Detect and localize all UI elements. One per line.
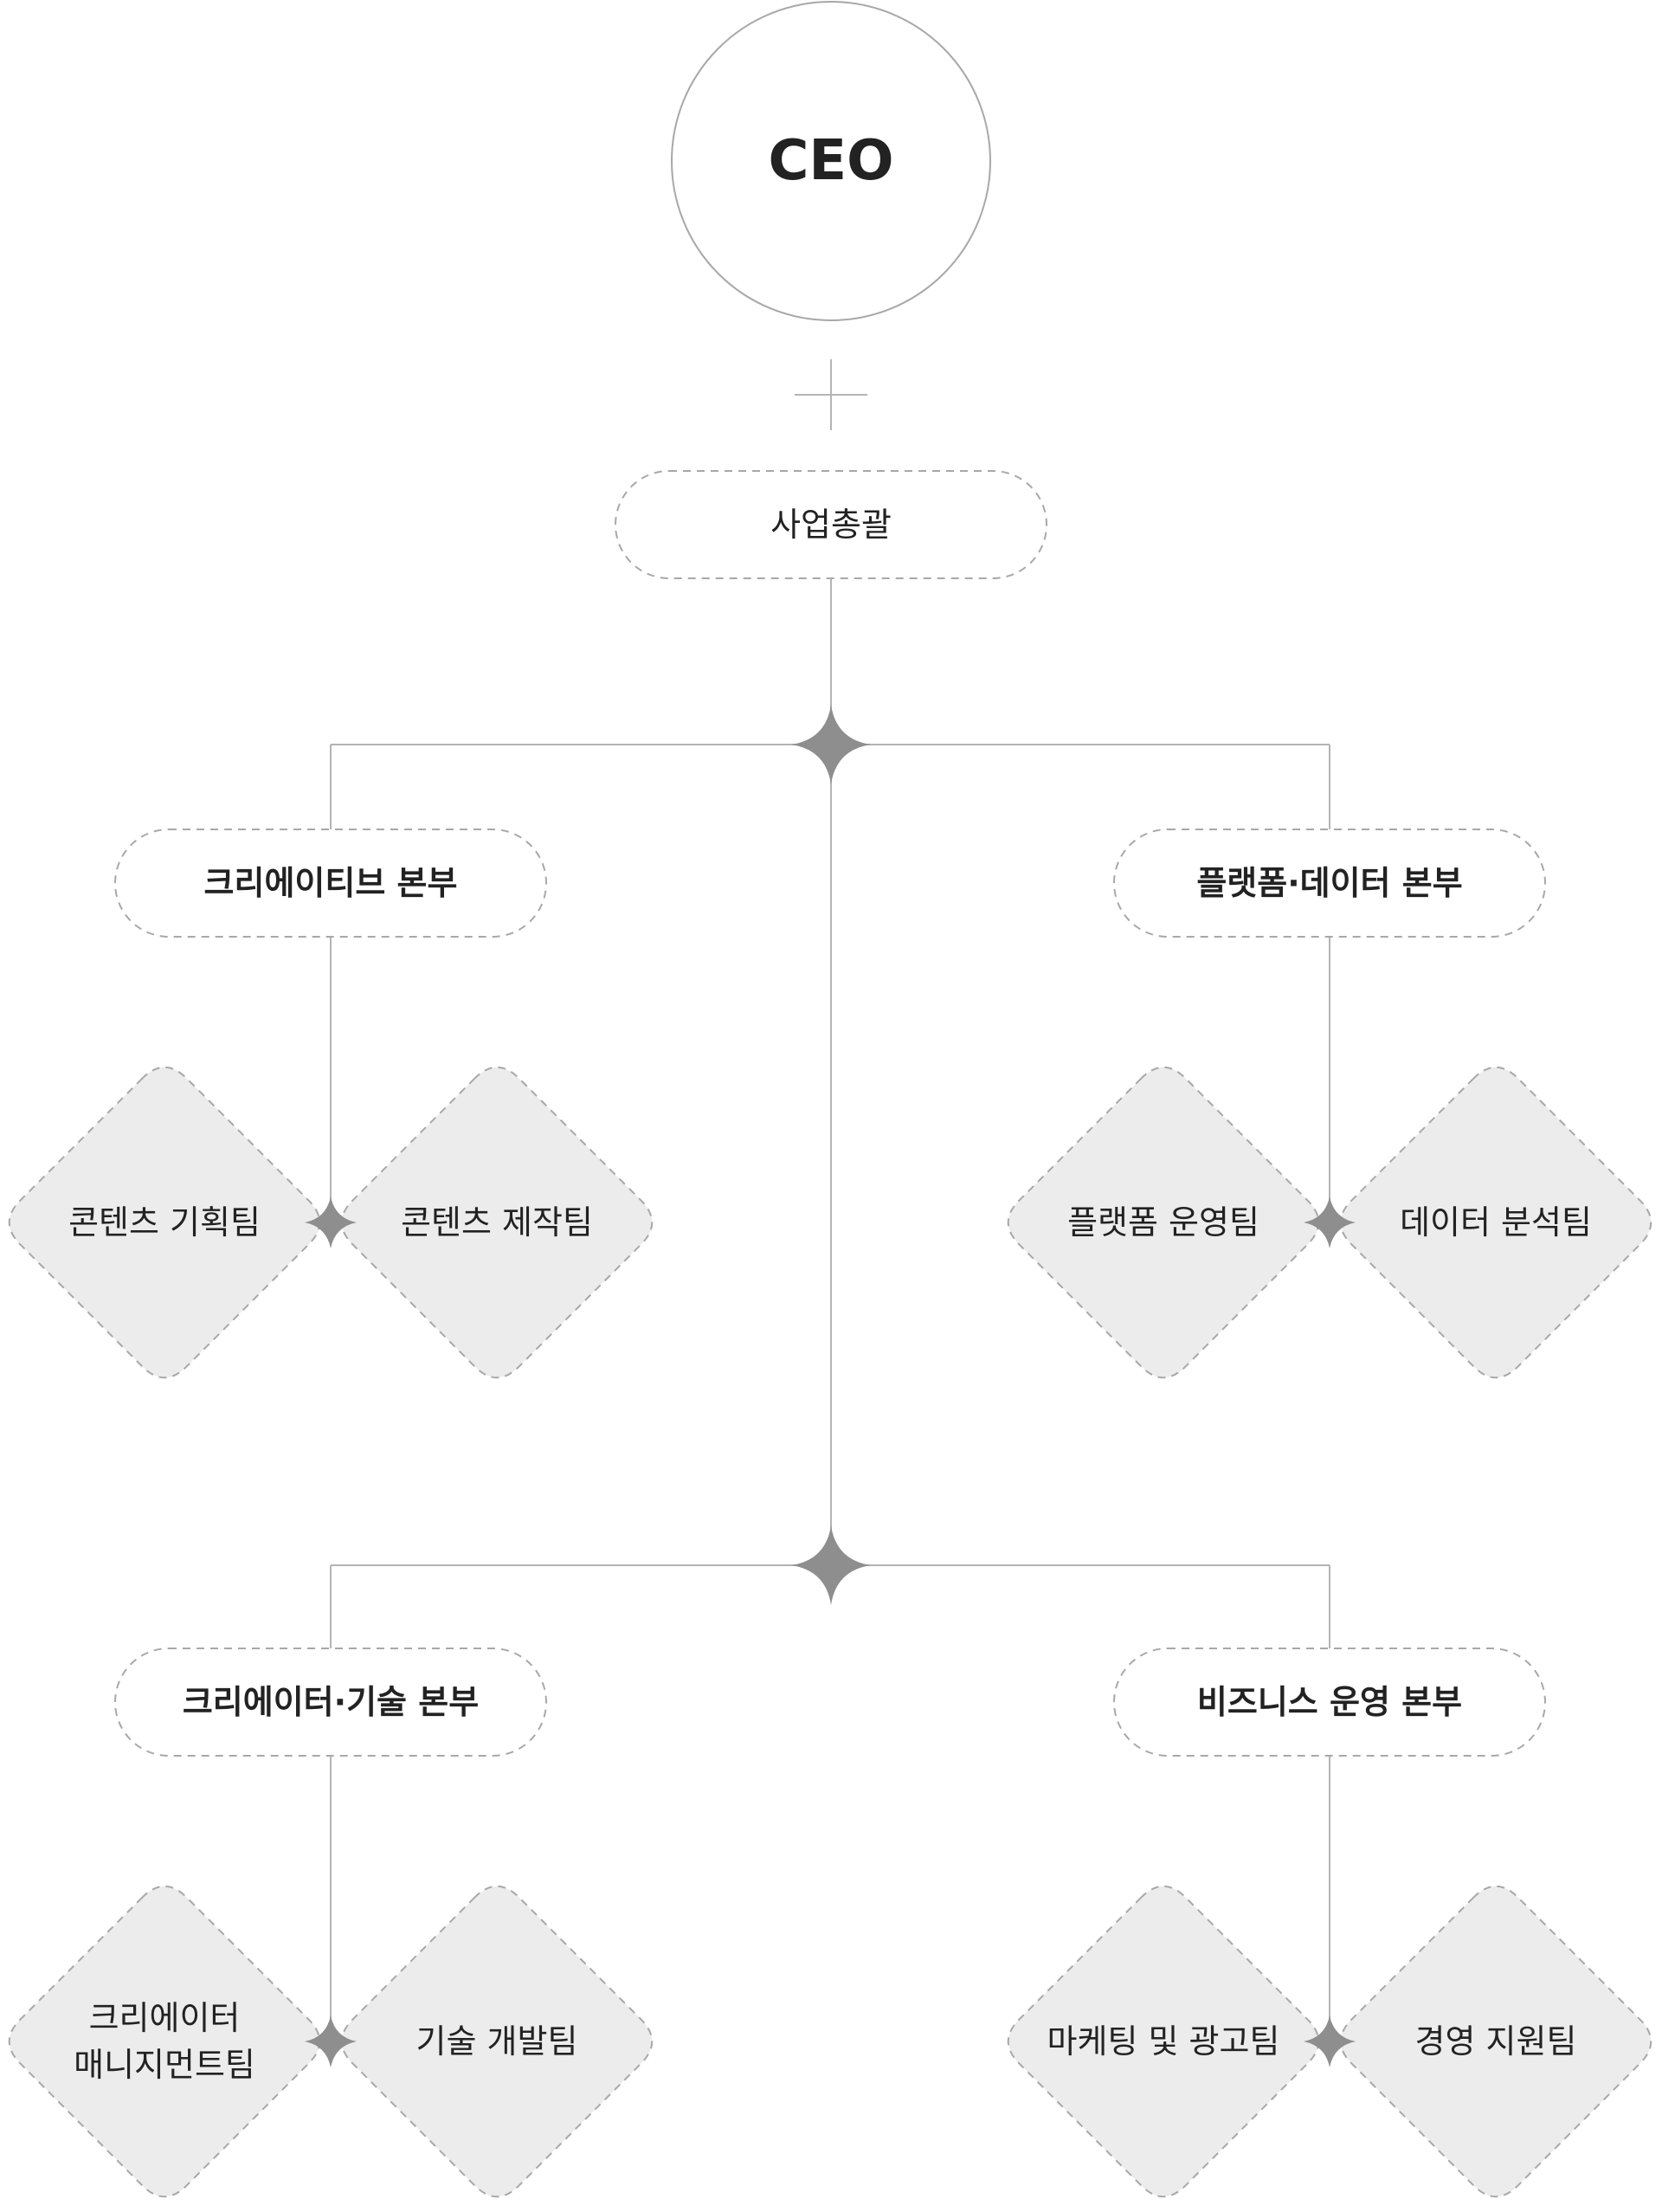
team-label-line: 콘텐츠 제작팀 [401, 1203, 593, 1241]
general-node-label: 사업총괄 [770, 506, 892, 544]
team-label-line: 기술 개발팀 [416, 2022, 578, 2060]
team-label-line: 데이터 분석팀 [1400, 1203, 1592, 1241]
team-label-line: 마케팅 및 광고팀 [1047, 2022, 1280, 2060]
team-node [1339, 1066, 1652, 1379]
ceo-node [671, 1, 991, 321]
junction-star-icon [305, 1196, 357, 1248]
team-node-label: 콘텐츠 기획팀 [68, 1203, 261, 1241]
team-node [340, 1885, 654, 2198]
team-label-line: 크리에이터 [89, 1999, 241, 2037]
team-node-label: 콘텐츠 제작팀 [401, 1203, 593, 1241]
division-node [114, 829, 547, 938]
junction-star-icon [791, 705, 871, 784]
team-node [1339, 1885, 1652, 2198]
junction-star-icon [305, 2015, 357, 2067]
team-node-label: 플랫폼 운영팀 [1067, 1203, 1259, 1241]
org-shapes [8, 1, 1652, 2198]
junction-star-icon [1304, 1196, 1356, 1248]
team-node-label: 경영 지원팀 [1415, 2022, 1577, 2060]
general-node [615, 470, 1047, 579]
division-node-label: 비즈니스 운영 본부 [1197, 1683, 1462, 1721]
team-node [8, 1885, 321, 2198]
division-node-label: 플랫폼·데이터 본부 [1196, 864, 1462, 902]
team-label-line: 콘텐츠 기획팀 [68, 1203, 261, 1241]
team-node [8, 1066, 321, 1379]
team-node [340, 1066, 654, 1379]
division-node-label: 크리에이티브 본부 [204, 864, 458, 902]
team-label-line: 매니지먼트팀 [74, 2046, 255, 2084]
junction-star-icon [1304, 2015, 1356, 2067]
team-label-line: 플랫폼 운영팀 [1067, 1203, 1259, 1241]
junction-star-icon [791, 1525, 871, 1605]
division-node [1113, 1648, 1546, 1757]
team-node [1007, 1885, 1320, 2198]
division-node [1113, 829, 1546, 938]
ceo-label: CEO [768, 129, 893, 193]
division-node-label: 크리에이터·기술 본부 [183, 1683, 479, 1721]
division-node [114, 1648, 547, 1757]
team-node-label: 마케팅 및 광고팀 [1047, 2022, 1280, 2060]
team-node-label: 기술 개발팀 [416, 2022, 578, 2060]
team-node [1007, 1066, 1320, 1379]
team-node-label: 데이터 분석팀 [1400, 1203, 1592, 1241]
team-label-line: 경영 지원팀 [1415, 2022, 1577, 2060]
